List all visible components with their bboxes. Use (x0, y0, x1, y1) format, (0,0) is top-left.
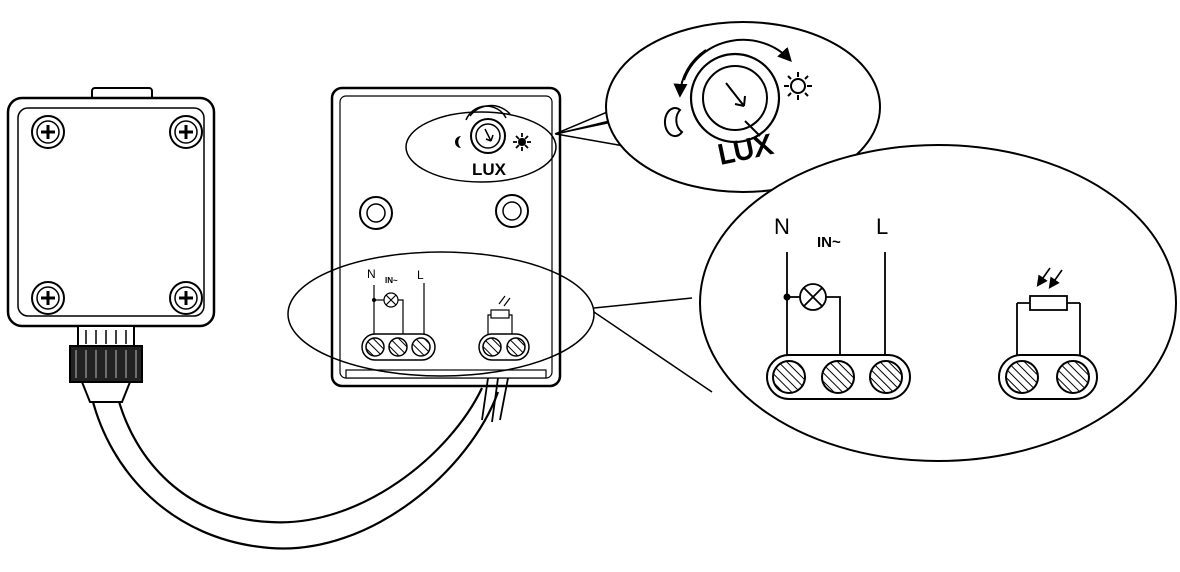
terminals-callout (287, 251, 595, 377)
cable-gland (69, 325, 143, 403)
screw-bottom-right (169, 281, 203, 315)
moon-icon-large (663, 107, 684, 138)
terminal-block-3 (766, 354, 911, 400)
screw-top-right (169, 115, 203, 149)
mounting-hole-right (495, 194, 529, 228)
lamp-icon (799, 283, 827, 311)
lux-label: LUX (472, 160, 507, 179)
sensor-housing: LUX N IN~ L (287, 86, 595, 423)
n-label: N (774, 214, 790, 239)
knob-callout (405, 111, 557, 183)
wiring (786, 252, 886, 367)
lux-knob[interactable] (465, 104, 511, 154)
small-l-label: L (417, 268, 424, 282)
small-terminal-block-3 (361, 333, 436, 361)
cable (90, 387, 500, 550)
mounting-hole-left (359, 196, 393, 230)
terminals-zoom-bubble: N IN~ L (593, 144, 1177, 462)
small-lamp-icon (383, 292, 399, 308)
terminal-block-2 (998, 354, 1098, 400)
sun-icon-large (784, 72, 812, 100)
small-in-label: IN~ (385, 276, 398, 285)
junction-box (6, 87, 216, 403)
in-label: IN~ (817, 234, 841, 251)
wire-exit (481, 377, 509, 423)
small-n-label: N (367, 267, 376, 281)
knob-zoom-bubble: LUX (554, 21, 881, 193)
small-terminal-block-2 (478, 333, 530, 361)
junction-dot (783, 293, 791, 301)
screw-top-left (31, 115, 65, 149)
screw-bottom-left (31, 281, 65, 315)
sun-icon (513, 133, 531, 151)
moon-icon (455, 136, 461, 148)
l-label: L (876, 214, 888, 239)
lux-knob-large[interactable] (673, 38, 792, 144)
